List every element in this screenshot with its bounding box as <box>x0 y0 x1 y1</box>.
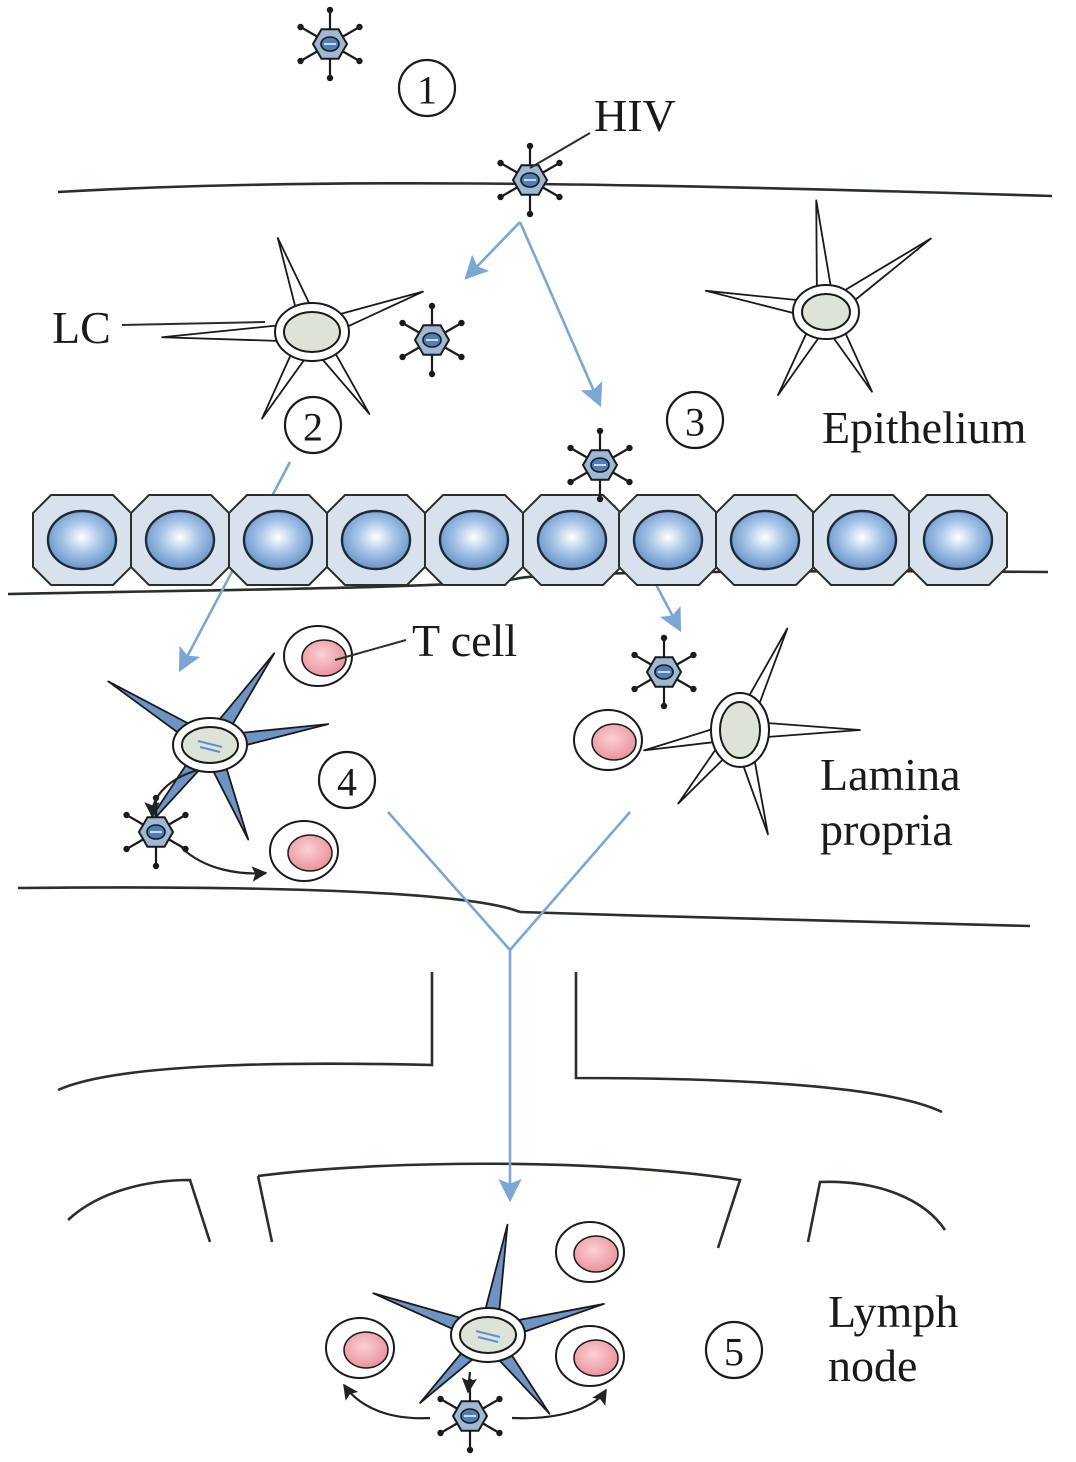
epithelial-nucleus <box>634 511 702 569</box>
step-2-marker: 2 <box>285 397 341 453</box>
epithelial-nucleus <box>440 511 508 569</box>
t-cell-nucleus <box>592 724 636 760</box>
lymph-node-arc-middle <box>258 1164 740 1248</box>
lc-label: LC <box>52 302 111 353</box>
t-cell-nucleus <box>288 835 332 871</box>
epithelial-cell <box>909 495 1007 585</box>
step-4-number: 4 <box>337 760 357 805</box>
lamina-lower-line-upper <box>18 887 520 912</box>
t-cell <box>574 710 642 770</box>
lymph-label-line1: Lymph <box>828 1286 958 1337</box>
hiv-virion <box>399 303 464 377</box>
t-cell <box>556 1222 624 1282</box>
t-cell-nucleus <box>574 1340 618 1376</box>
step-2-number: 2 <box>303 405 323 450</box>
lymph-vessel-right-wall <box>576 972 942 1112</box>
hiv-virion <box>437 1379 502 1453</box>
step-3-marker: 3 <box>667 392 723 448</box>
epithelial-nucleus <box>538 511 606 569</box>
lamina-label-line1: Lamina <box>820 749 961 800</box>
t-cell <box>284 626 352 686</box>
arrow-to-step3 <box>520 222 600 405</box>
epithelial-cell <box>716 495 814 585</box>
cell-nucleus <box>720 702 760 758</box>
step-4-marker: 4 <box>319 752 375 808</box>
step-1-number: 1 <box>417 68 437 113</box>
epithelium-label: Epithelium <box>822 402 1027 453</box>
epithelial-cell <box>523 495 621 585</box>
epithelial-nucleus <box>48 511 116 569</box>
epithelial-nucleus <box>244 511 312 569</box>
lamina-label-line2: propria <box>820 804 953 855</box>
step-5-number: 5 <box>724 1330 744 1375</box>
dendritic-cell-lamina-propria <box>108 653 328 839</box>
hiv-virion <box>297 7 362 81</box>
hiv-virion <box>631 635 696 709</box>
step-5-marker: 5 <box>706 1322 762 1378</box>
epithelial-nucleus <box>828 511 896 569</box>
t-cell <box>326 1318 394 1378</box>
virus-to-tcell-arrow-node-left <box>344 1385 430 1418</box>
hiv-label: HIV <box>594 90 676 141</box>
epithelial-cell <box>813 495 911 585</box>
lc-leader-line <box>122 322 265 325</box>
lamina-lower-line-lower <box>520 912 1030 926</box>
epithelial-cell <box>327 495 425 585</box>
lymph-vessel-left-wall <box>58 972 432 1090</box>
tcell-label: T cell <box>412 615 517 666</box>
epithelial-cell <box>33 495 131 585</box>
lymph-node-arc-left <box>68 1180 210 1242</box>
virus-to-tcell-arrow-lamina <box>182 848 266 873</box>
step-3-number: 3 <box>685 400 705 445</box>
lymph-label-line2: node <box>828 1340 917 1391</box>
epithelial-nucleus <box>924 511 992 569</box>
hiv-virion <box>123 795 188 869</box>
arrow-merge-left <box>388 812 510 950</box>
epithelial-cell <box>131 495 229 585</box>
lymph-node-arc-right <box>808 1182 945 1242</box>
t-cells <box>270 626 642 1386</box>
t-cell-nucleus <box>574 1236 618 1272</box>
epithelial-cell-row <box>33 495 1007 585</box>
virus-to-tcell-arrow-node-right <box>512 1390 606 1418</box>
langerhans-cell-right <box>706 200 931 395</box>
epithelial-cell <box>229 495 327 585</box>
t-cell <box>270 821 338 881</box>
hiv-virion <box>567 428 632 502</box>
epithelial-cell <box>619 495 717 585</box>
langerhans-cell-left <box>162 238 423 419</box>
epithelial-nucleus <box>146 511 214 569</box>
arrow-to-lc <box>466 222 520 278</box>
t-cell-nucleus <box>344 1332 388 1368</box>
step-1-marker: 1 <box>399 60 455 116</box>
arrow-merge-right <box>510 812 630 950</box>
epithelial-nucleus <box>731 511 799 569</box>
t-cell <box>556 1326 624 1386</box>
cell-nucleus <box>802 294 850 330</box>
epithelial-cell <box>425 495 523 585</box>
cell-nucleus <box>284 312 340 352</box>
epithelial-nucleus <box>342 511 410 569</box>
